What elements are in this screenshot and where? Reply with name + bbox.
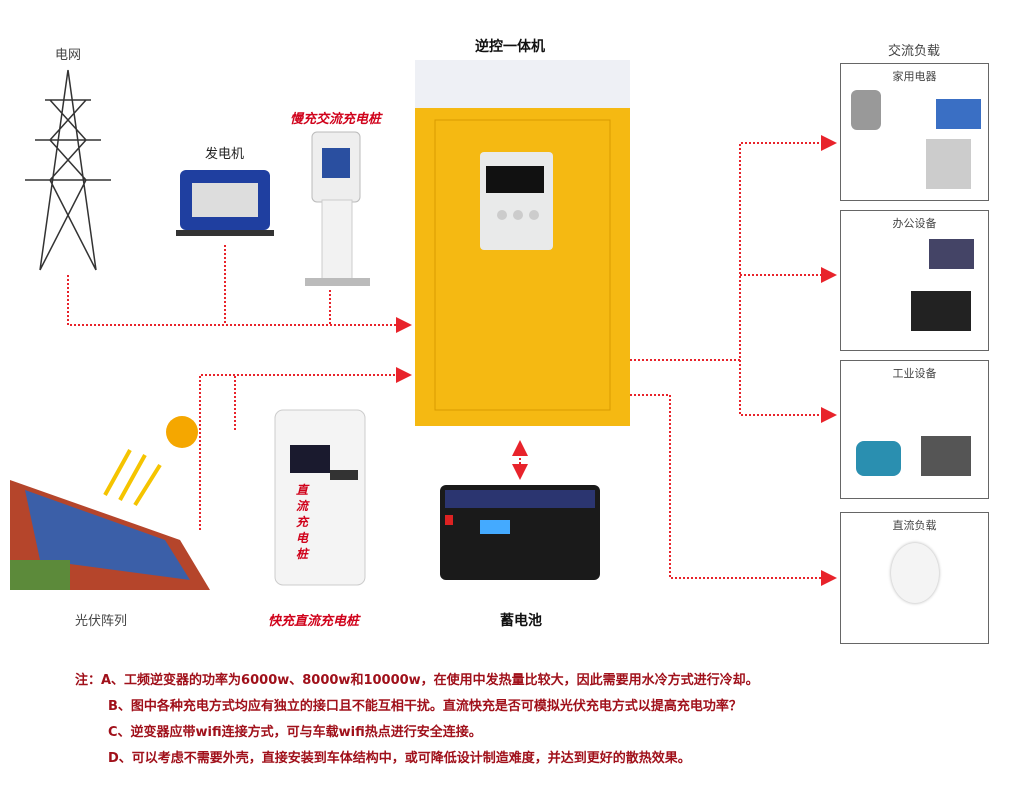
dc-out-line [630,394,837,586]
note-a: 注：A、工频逆变器的功率为6000w、8000w和10000w，在使用中发热量比… [75,673,759,688]
dc-load-box: 直流负载 [840,512,989,644]
industrial-equipment-box: 工业设备 [840,360,989,499]
notes: 注：A、工频逆变器的功率为6000w、8000w和10000w，在使用中发热量比… [75,668,759,772]
motor-icon [856,441,901,476]
ac-out-line [630,135,837,361]
light-bulb-icon [891,543,939,603]
home-appliances-box: 家用电器 [840,63,989,201]
dc-charger-body-text: 直流充电桩 [296,483,309,561]
sun-icon [103,416,198,507]
solar-panel-house-icon [10,480,210,590]
battery-label: 蓄电池 [500,613,542,629]
note-b: B、图中各种充电方式均应有独立的接口且不能互相干扰。直流快充是否可模拟光伏充电方… [108,699,742,714]
appliance-icon [851,90,881,130]
note-c: C、逆变器应带wifi连接方式，可与车载wifi热点进行安全连接。 [108,725,482,740]
pv-array-label: 光伏阵列 [75,614,128,629]
ac-charger-icon [305,131,370,286]
grid-line [67,275,412,333]
dc-load-label: 直流负载 [892,519,937,532]
generator-label: 发电机 [205,147,245,162]
ac-load-label: 交流负载 [888,44,941,59]
power-tower-icon [25,69,111,271]
tv-icon [936,99,981,129]
laptop-icon [929,239,974,269]
fast-dc-charger-label: 快充直流充电桩 [268,614,360,629]
fridge-icon [926,139,971,189]
generator-icon [176,170,274,236]
note-d: D、可以考虑不需要外壳，直接安装到车体结构中，或可降低设计制造难度，并达到更好的… [108,751,691,766]
slow-ac-charger-label: 慢充交流充电桩 [290,112,382,127]
office-equipment-label: 办公设备 [892,217,937,230]
inverter-label: 逆控一体机 [475,39,545,55]
home-appliances-label: 家用电器 [892,70,937,83]
compressor-icon [921,436,971,476]
inverter-icon [415,60,630,426]
grid-label: 电网 [55,48,82,63]
industrial-equipment-label: 工业设备 [892,367,937,380]
office-equipment-box: 办公设备 [840,210,989,351]
monitor-icon [911,291,971,331]
battery-icon [440,485,600,580]
dc-charger-icon [274,409,366,586]
